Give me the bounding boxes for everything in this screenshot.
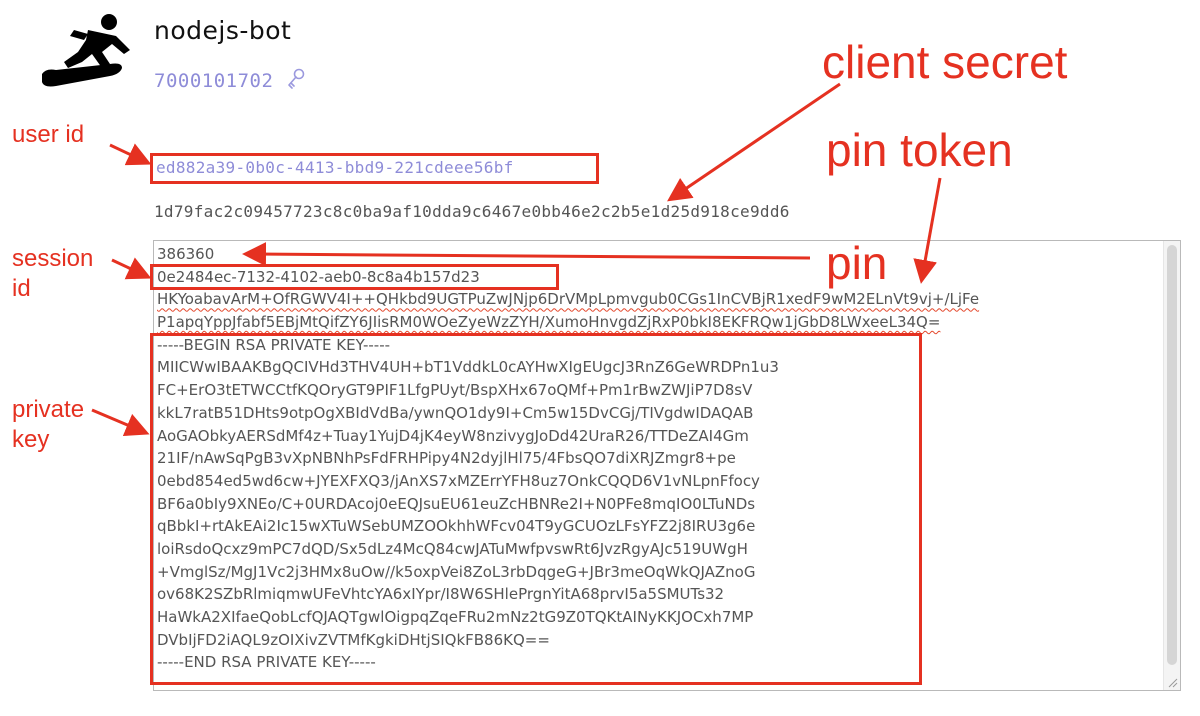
- snowboarder-avatar-icon: [42, 14, 130, 87]
- keystore-line: -----END RSA PRIVATE KEY-----: [157, 653, 376, 672]
- bot-name: nodejs-bot: [154, 16, 292, 45]
- keystore-content: 386360 0e2484ec-7132-4102-aeb0-8c8a4b157d…: [157, 243, 979, 674]
- keystore-line: HaWkA2XIfaeQobLcfQJAQTgwlOigpqZqeFRu2mNz…: [157, 608, 754, 626]
- scrollbar-track[interactable]: [1163, 241, 1180, 690]
- session-id-highlight-box: [150, 264, 559, 290]
- keystore-line: +VmglSz/MgJ1Vc2j3HMx8uOw//k5oxpVei8ZoL3r…: [157, 562, 756, 581]
- keystore-line: AoGAObkyAERSdMf4z+Tuay1YujD4jK4eyW8nzivy…: [157, 426, 749, 445]
- session-id-label: session id: [12, 245, 94, 302]
- keystore-line: kkL7ratB51DHts9otpOgXBIdVdBa/ywnQO1dy9I+…: [157, 403, 754, 422]
- private-key-arrow: [91, 408, 150, 437]
- keystore-line: DVbIjFD2iAQL9zOIXivZVTMfKgkiDHtjSIQkFB86…: [157, 630, 550, 649]
- keystore-line: P1apqYppJfabf5EBjMtQifZY6JIisRM0WOeZyeWz…: [157, 313, 941, 332]
- keystore-line: FC+ErO3tETWCCtfKQOryGT9PIF1LfgPUyt/BspXH…: [157, 381, 753, 400]
- keystore-line: BF6a0bIy9XNEo/C+0URDAcoj0eEQJsuEU61euZcH…: [157, 494, 756, 513]
- pin-label: pin: [826, 237, 888, 289]
- keystore-line: MIICWwIBAAKBgQCIVHd3THV4UH+bT1VddkL0cAYH…: [157, 358, 779, 377]
- keystore-line: -----BEGIN RSA PRIVATE KEY-----: [157, 335, 391, 354]
- scrollbar-thumb[interactable]: [1167, 245, 1177, 665]
- keystore-line: 0e2484ec-7132-4102-aeb0-8c8a4b157d23: [157, 267, 480, 286]
- keystore-line: HKYoabavArM+OfRGWV4I++QHkbd9UGTPuZwJNjp6…: [157, 290, 980, 309]
- keystore-line: loiRsdoQcxz9mPC7dQD/Sx5dLz4McQ84cwJATuMw…: [157, 539, 748, 558]
- bot-number: 7000101702: [154, 70, 274, 92]
- client-secret-arrow: [667, 82, 841, 202]
- client-secret-value: 1d79fac2c09457723c8c0ba9af10dda9c6467e0b…: [154, 202, 790, 221]
- user-id-value: ed882a39-0b0c-4413-bbd9-221cdeee56bf: [156, 158, 514, 177]
- keystore-line: 0ebd854ed5wd6cw+JYEXFXQ3/jAnXS7xMZErrYFH…: [157, 471, 760, 490]
- client-secret-label: client secret: [822, 36, 1068, 88]
- user-id-arrow: [109, 143, 152, 166]
- pin-token-label: pin token: [826, 124, 1013, 176]
- user-id-label: user id: [12, 121, 85, 148]
- keystore-line: ov68K2SZbRlmiqmwUFeVhtcYA6xIYpr/I8W6SHle…: [157, 585, 725, 604]
- private-key-label: private key: [12, 396, 85, 453]
- private-key-highlight-box: [150, 333, 922, 685]
- resize-handle-icon[interactable]: [1166, 676, 1178, 688]
- session-id-arrow: [111, 257, 152, 280]
- keystore-line: 21IF/nAwSqPgB3vXpNBNhPsFdFRHPipy4N2dyjlH…: [157, 449, 736, 468]
- key-icon[interactable]: [286, 67, 306, 91]
- keystore-line: 386360: [157, 245, 215, 263]
- keystore-textarea[interactable]: 386360 0e2484ec-7132-4102-aeb0-8c8a4b157d…: [153, 240, 1181, 691]
- keystore-line: qBbkI+rtAkEAi2Ic15wXTuWSebUMZOOkhhWFcv04…: [157, 517, 756, 536]
- user-id-highlight-box: [150, 153, 599, 184]
